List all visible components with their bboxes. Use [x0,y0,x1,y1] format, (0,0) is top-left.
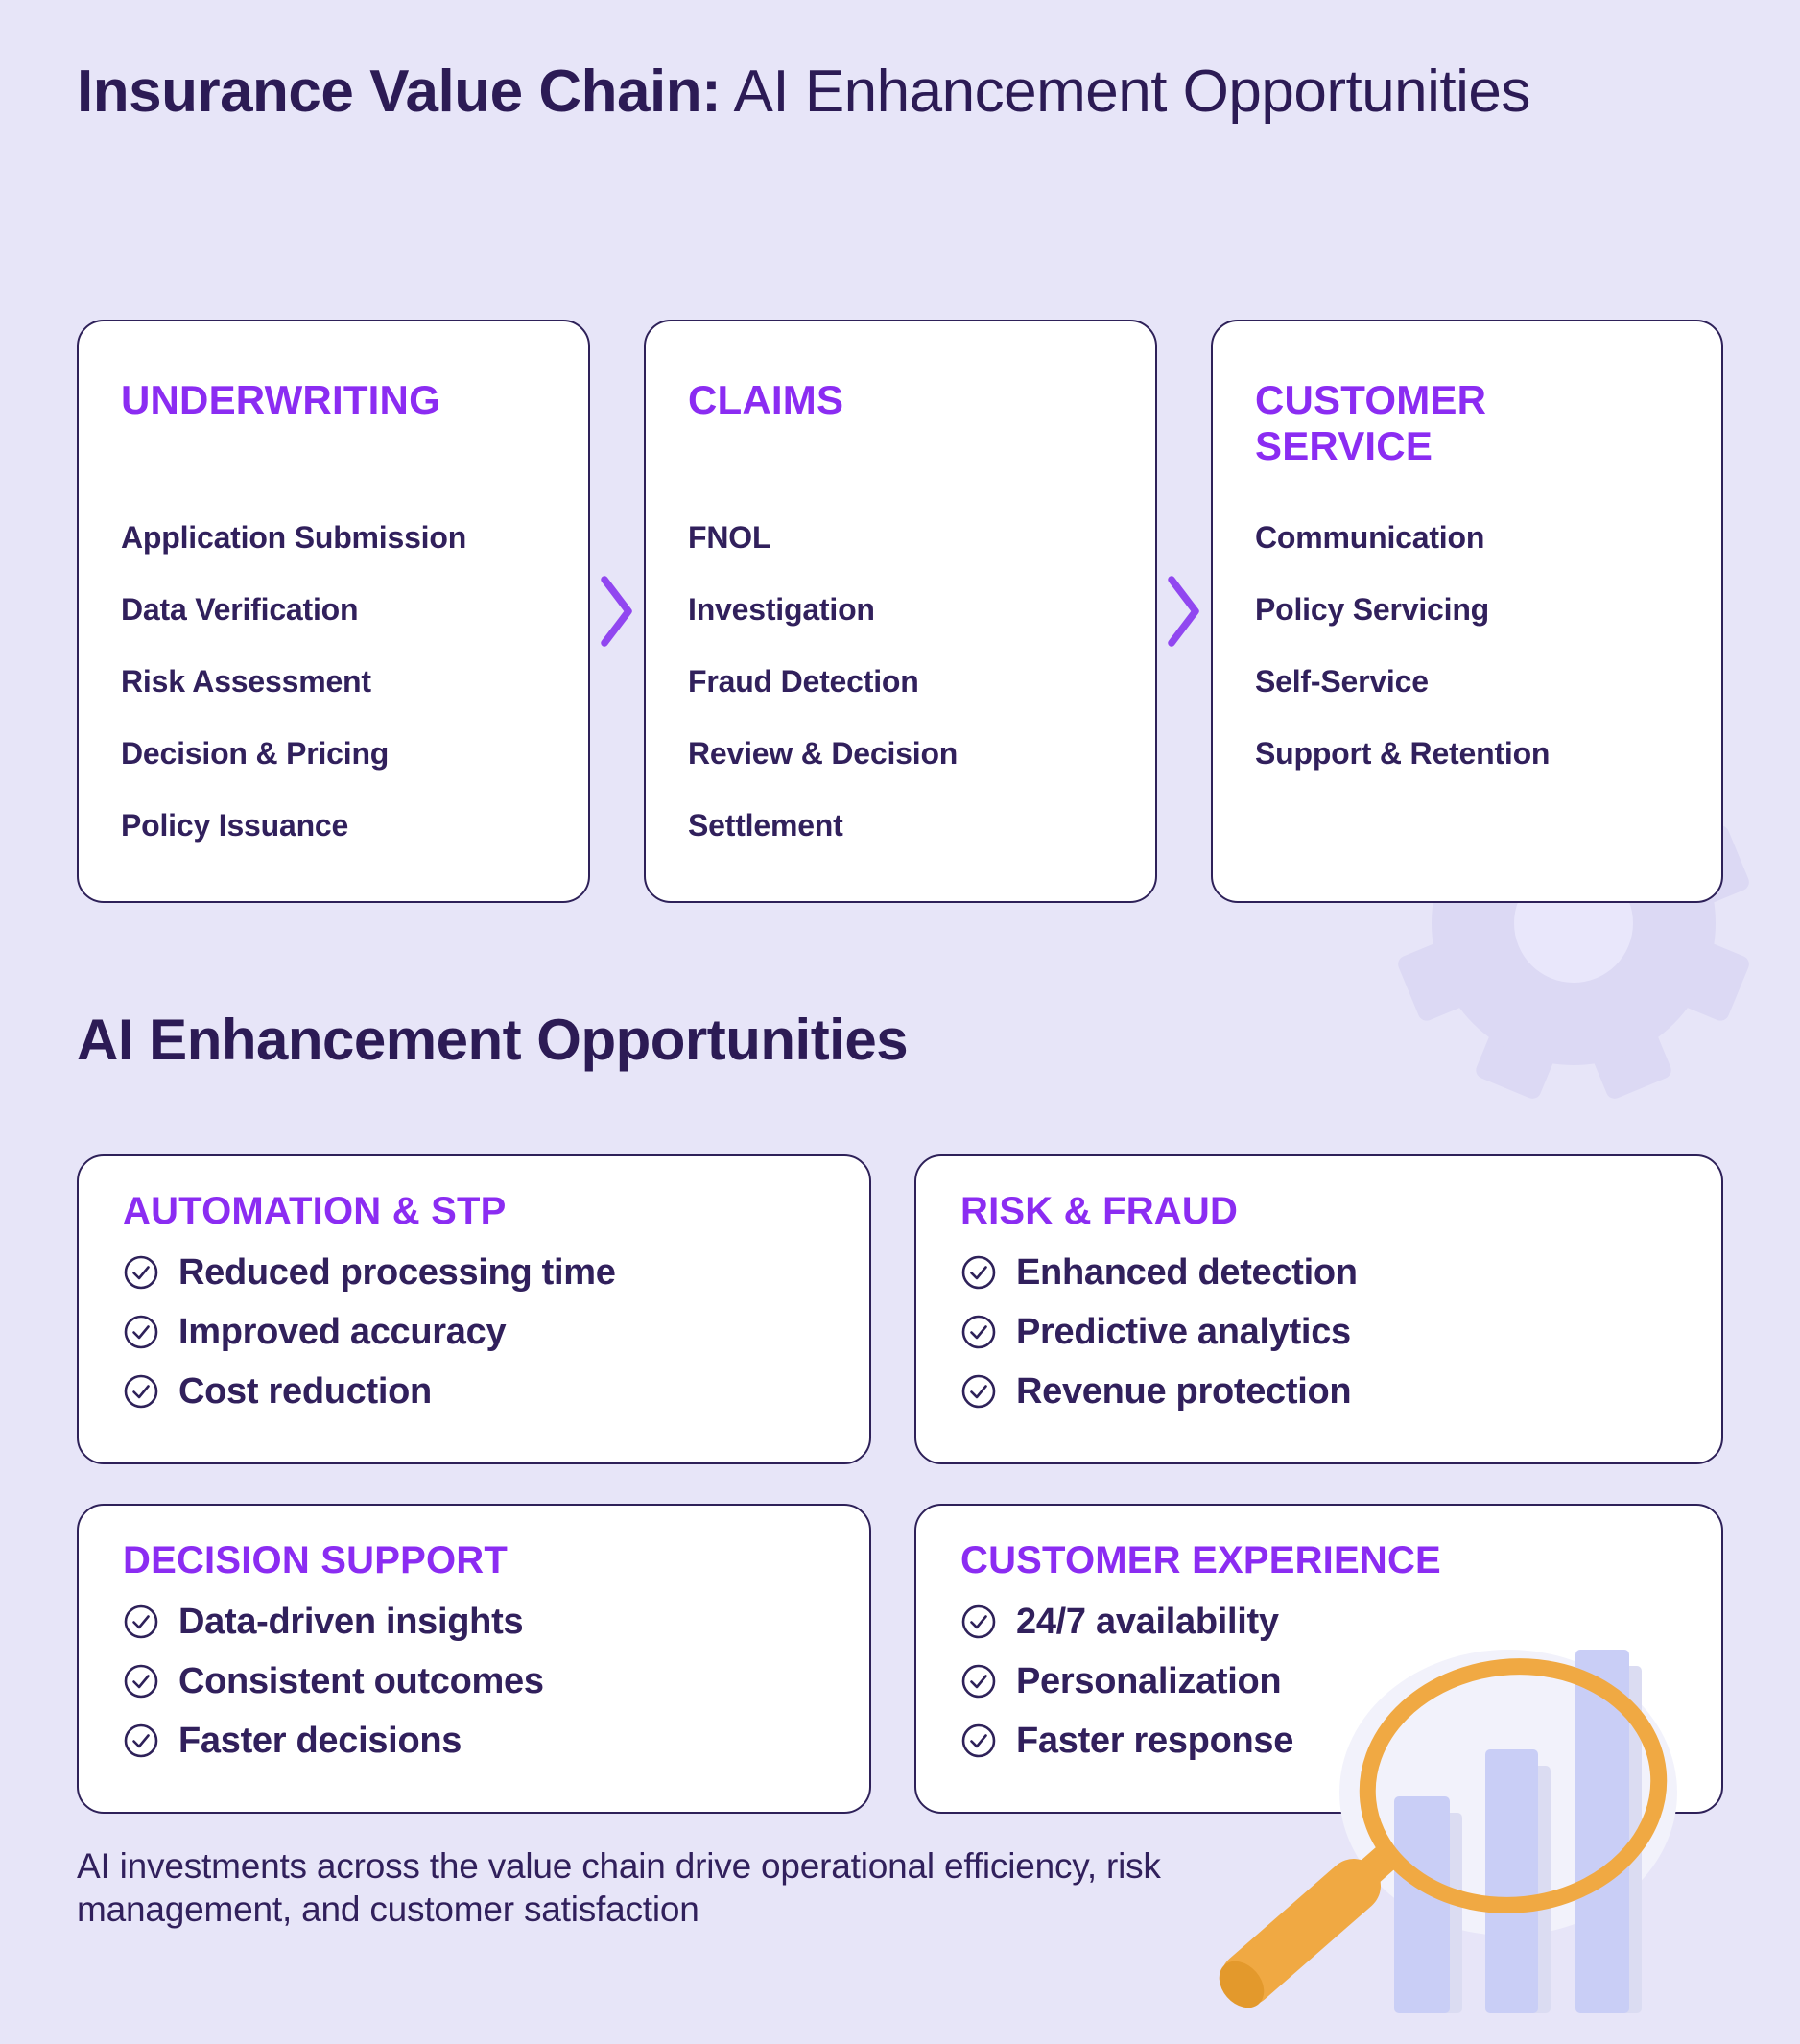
check-circle-icon [124,1604,158,1639]
list-item-label: Revenue protection [1016,1370,1352,1412]
list-item: Revenue protection [960,1362,1683,1421]
check-circle-icon [961,1315,996,1349]
card-heading: AUTOMATION & STP [123,1190,507,1232]
card-heading: UNDERWRITING [121,377,440,422]
chevron-right-icon [590,320,644,903]
list-item: Support & Retention [1255,736,1551,771]
list-item-label: Enhanced detection [1016,1251,1358,1293]
card-underwriting: UNDERWRITING Application Submission Data… [77,320,590,903]
check-circle-icon [961,1664,996,1699]
card-heading: RISK & FRAUD [960,1190,1239,1232]
list-item: Data-driven insights [123,1592,831,1652]
card-customer-service: CUSTOMER SERVICE Communication Policy Se… [1211,320,1723,903]
list-item: Faster response [960,1711,1683,1771]
card-item-list: Enhanced detection Predictive analytics … [960,1243,1683,1421]
check-circle-icon [124,1664,158,1699]
card-decision-support: DECISION SUPPORT Data-driven insights Co… [77,1504,871,1814]
list-item: Reduced processing time [123,1243,831,1302]
list-item-label: 24/7 availability [1016,1601,1279,1642]
list-item: 24/7 availability [960,1592,1683,1652]
card-heading: CUSTOMER EXPERIENCE [960,1539,1441,1581]
check-circle-icon [961,1604,996,1639]
footer-note: AI investments across the value chain dr… [77,1846,1161,1929]
list-item: Settlement [688,808,843,843]
card-claims: CLAIMS FNOL Investigation Fraud Detectio… [644,320,1157,903]
list-item-label: Data-driven insights [178,1601,524,1642]
card-item-list: 24/7 availability Personalization Faster… [960,1592,1683,1771]
card-item-list: Application Submission Data Verification… [121,502,546,862]
card-heading: DECISION SUPPORT [123,1539,509,1581]
list-item: Investigation [688,592,875,627]
list-item-label: Consistent outcomes [178,1660,544,1701]
card-item-list: Reduced processing time Improved accurac… [123,1243,831,1421]
section-title: AI Enhancement Opportunities [77,1008,909,1072]
check-circle-icon [961,1374,996,1409]
list-item: Cost reduction [123,1362,831,1421]
list-item: Policy Servicing [1255,592,1490,627]
list-item-label: Predictive analytics [1016,1311,1351,1352]
check-circle-icon [124,1255,158,1290]
list-item: Fraud Detection [688,664,919,699]
card-item-list: Data-driven insights Consistent outcomes… [123,1592,831,1771]
check-circle-icon [961,1723,996,1758]
chevron-right-icon [1157,320,1211,903]
card-customer-experience: CUSTOMER EXPERIENCE 24/7 availability Pe… [914,1504,1723,1814]
check-circle-icon [124,1374,158,1409]
list-item: Risk Assessment [121,664,371,699]
page-title-regular: AI Enhancement Opportunities [721,59,1531,125]
list-item: Data Verification [121,592,359,627]
list-item: Self-Service [1255,664,1429,699]
list-item: Enhanced detection [960,1243,1683,1302]
list-item: Review & Decision [688,736,959,771]
page-title-bold: Insurance Value Chain: [77,59,722,125]
list-item-label: Cost reduction [178,1370,432,1412]
value-chain-row: UNDERWRITING Application Submission Data… [77,320,1723,903]
list-item-label: Faster response [1016,1720,1294,1761]
list-item: Policy Issuance [121,808,349,843]
list-item: Improved accuracy [123,1302,831,1362]
page-title: Insurance Value Chain: AI Enhancement Op… [77,56,1535,129]
check-circle-icon [961,1255,996,1290]
list-item: Consistent outcomes [123,1652,831,1711]
card-item-list: FNOL Investigation Fraud Detection Revie… [688,502,1113,862]
list-item-label: Personalization [1016,1660,1282,1701]
check-circle-icon [124,1723,158,1758]
list-item-label: Improved accuracy [178,1311,507,1352]
list-item-label: Faster decisions [178,1720,462,1761]
card-item-list: Communication Policy Servicing Self-Serv… [1255,502,1679,790]
card-heading: CLAIMS [688,377,844,422]
list-item: Communication [1255,520,1485,555]
list-item: Application Submission [121,520,467,555]
card-heading: CUSTOMER SERVICE [1255,377,1487,468]
list-item: Decision & Pricing [121,736,390,771]
list-item: Personalization [960,1652,1683,1711]
list-item: Faster decisions [123,1711,831,1771]
list-item: Predictive analytics [960,1302,1683,1362]
check-circle-icon [124,1315,158,1349]
card-risk-fraud: RISK & FRAUD Enhanced detection Predicti… [914,1154,1723,1464]
card-automation-stp: AUTOMATION & STP Reduced processing time… [77,1154,871,1464]
list-item-label: Reduced processing time [178,1251,616,1293]
list-item: FNOL [688,520,771,555]
